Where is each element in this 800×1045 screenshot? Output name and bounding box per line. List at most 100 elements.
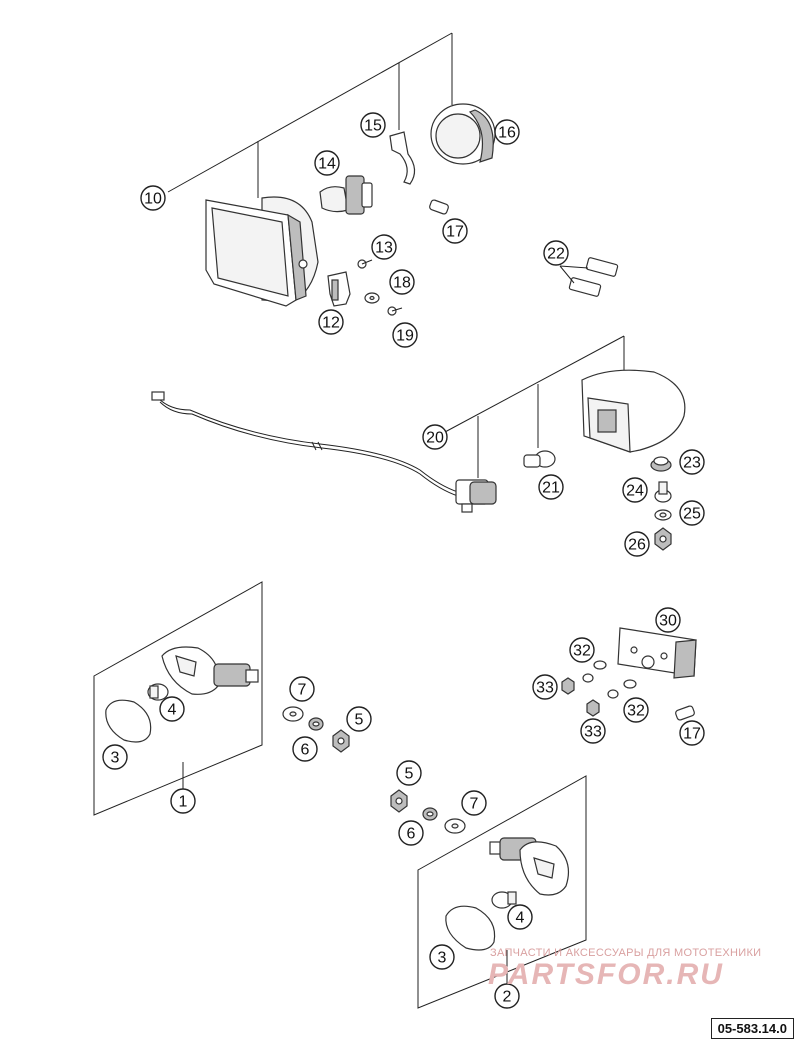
callout-16: 16 [494,119,520,145]
callout-number: 26 [628,537,646,554]
callout-circle [396,760,422,786]
indicator-body-right [489,837,569,896]
callout-17b: 17 [679,720,705,746]
callout-20: 20 [422,424,448,450]
callout-number: 12 [322,315,340,332]
callout-19: 19 [392,322,418,348]
callout-number: 14 [318,156,336,173]
nut-26 [654,527,672,551]
bulb-21 [523,450,556,468]
callout-number: 19 [396,328,414,345]
pads-22 [559,257,619,297]
callout-number: 5 [355,712,364,729]
callout-circle [461,790,487,816]
callout-18: 18 [389,269,415,295]
lockwasher-6b [422,807,438,821]
washer-18 [364,292,380,304]
callout-21: 21 [538,474,564,500]
callout-3b: 3 [429,944,455,970]
callout-circle [102,744,128,770]
callout-number: 33 [536,680,554,697]
screw-13 [357,259,373,269]
callout-number: 22 [547,246,565,263]
callout-15: 15 [360,112,386,138]
callout-circle [159,696,185,722]
tail-light-housing [581,369,686,453]
washer-32b [623,679,637,689]
plate-light-30 [617,627,697,679]
callout-circle [389,269,415,295]
callout-circle [624,531,650,557]
callout-circle [398,820,424,846]
callout-circle [442,218,468,244]
callout-23: 23 [679,449,705,475]
leader-lines-headlight [167,32,453,198]
callout-number: 24 [626,483,644,500]
callout-number: 7 [298,682,307,699]
callout-number: 5 [405,766,414,783]
washer-7a [282,706,304,722]
callout-number: 17 [446,224,464,241]
callout-number: 20 [426,430,444,447]
callout-10: 10 [140,185,166,211]
watermark-caption: ЗАПЧАСТИ И АКСЕССУАРЫ ДЛЯ МОТОТЕХНИКИ [490,947,762,959]
callout-number: 1 [179,794,188,811]
callout-number: 7 [470,796,479,813]
callout-number: 23 [683,455,701,472]
headlight-housing [205,196,319,307]
callout-circle [422,424,448,450]
callout-circle [532,674,558,700]
callout-1: 1 [170,788,196,814]
callout-33b: 33 [580,718,606,744]
callout-circle [360,112,386,138]
callout-circle [494,119,520,145]
leader-lines-taillight [444,335,625,478]
callout-circle [538,474,564,500]
washer-7b [444,818,466,834]
callout-circle [318,309,344,335]
nut-32b [607,689,619,699]
callout-32a: 32 [569,637,595,663]
callout-circle [580,718,606,744]
callout-circle [507,904,533,930]
nut-5b [390,789,408,813]
nut-32a [582,673,594,683]
callout-33a: 33 [532,674,558,700]
callout-17a: 17 [442,218,468,244]
callout-26: 26 [624,531,650,557]
callout-7a: 7 [289,676,315,702]
small-bulb-17b [675,705,695,721]
callout-circle [429,944,455,970]
callout-2: 2 [494,983,520,1009]
callout-circle [140,185,166,211]
callout-circle [655,607,681,633]
callout-number: 32 [573,643,591,660]
rubber-boot [430,103,496,165]
callout-number: 3 [438,950,447,967]
washer-32a [593,660,607,670]
spacer-24 [654,481,672,503]
callout-circle [679,449,705,475]
callout-number: 6 [407,826,416,843]
callout-12: 12 [318,309,344,335]
callout-30: 30 [655,607,681,633]
callout-circle [170,788,196,814]
callout-circle [392,322,418,348]
indicator-bulb-right [491,891,517,909]
callout-number: 33 [584,724,602,741]
bulb-retaining-spring [389,131,416,185]
lamp-socket-20 [455,479,497,513]
headlight-bulb [319,175,373,215]
callout-circle [292,736,318,762]
callout-4b: 4 [507,904,533,930]
watermark-logo: PARTSFOR.RU [488,958,724,991]
callout-circle [371,234,397,260]
callout-circle [346,706,372,732]
callout-5b: 5 [396,760,422,786]
callout-number: 15 [364,118,382,135]
lockwasher-6a [308,717,324,731]
callout-number: 18 [393,275,411,292]
callout-14: 14 [314,150,340,176]
callout-circle [494,983,520,1009]
nut-33b [586,699,600,717]
